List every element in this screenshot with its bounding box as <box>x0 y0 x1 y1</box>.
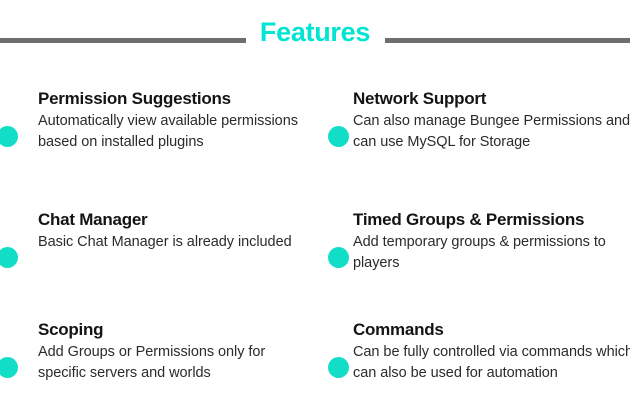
dot-icon <box>328 247 349 268</box>
feature-description: Can be fully controlled via commands whi… <box>353 344 630 381</box>
page-title: Features <box>259 17 371 47</box>
feature-body: Chat Manager Basic Chat Manager is alrea… <box>38 209 306 253</box>
header-rule-right <box>385 38 630 43</box>
feature-title: Chat Manager <box>38 210 148 229</box>
dot-icon <box>0 357 18 378</box>
feature-description: Add Groups or Permissions only for speci… <box>38 344 266 381</box>
dot-icon <box>328 126 349 147</box>
feature-description: Automatically view available permissions… <box>38 113 298 150</box>
feature-title: Timed Groups & Permissions <box>353 210 585 229</box>
features-grid: Permission Suggestions Automatically vie… <box>0 72 630 413</box>
feature-body: Permission Suggestions Automatically vie… <box>38 88 306 152</box>
feature-description: Can also manage Bungee Permissions and c… <box>353 113 630 150</box>
feature-body: Network Support Can also manage Bungee P… <box>353 88 630 152</box>
feature-title: Scoping <box>38 320 104 339</box>
feature-description: Add temporary groups & permissions to pl… <box>353 234 606 271</box>
header-rule-left <box>0 38 246 43</box>
feature-body: Commands Can be fully controlled via com… <box>353 319 630 383</box>
features-column-right: Network Support Can also manage Bungee P… <box>315 72 630 413</box>
page-header: Features <box>0 0 630 72</box>
dot-icon <box>0 126 18 147</box>
feature-body: Scoping Add Groups or Permissions only f… <box>38 319 306 383</box>
feature-title: Network Support <box>353 89 487 108</box>
feature-body: Timed Groups & Permissions Add temporary… <box>353 209 630 273</box>
feature-title: Commands <box>353 320 444 339</box>
feature-title: Permission Suggestions <box>38 89 231 108</box>
dot-icon <box>328 357 349 378</box>
dot-icon <box>0 247 18 268</box>
features-column-left: Permission Suggestions Automatically vie… <box>0 72 315 413</box>
feature-description: Basic Chat Manager is already included <box>38 234 292 250</box>
